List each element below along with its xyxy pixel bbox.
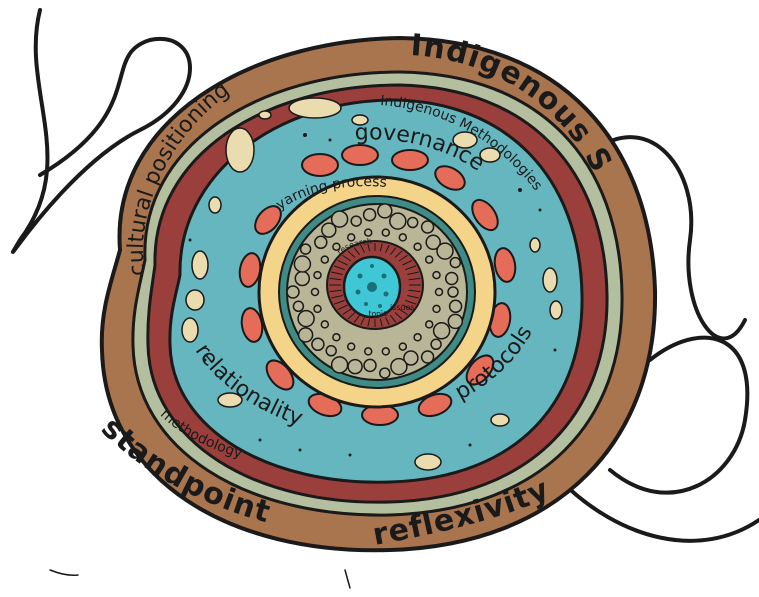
bubble	[326, 346, 336, 356]
bubble	[299, 328, 313, 342]
bubble	[351, 216, 361, 226]
bubble	[433, 305, 440, 312]
bubble	[437, 243, 453, 259]
bubble	[312, 289, 319, 296]
bubble	[382, 229, 389, 236]
bubble	[378, 204, 392, 218]
bubble	[380, 368, 390, 378]
bubble	[364, 209, 376, 221]
bubble	[448, 314, 462, 328]
bubble	[301, 244, 311, 254]
bubble	[433, 272, 440, 279]
bubble	[348, 343, 355, 350]
bubble	[422, 351, 434, 363]
bubble	[382, 348, 389, 355]
bubble	[391, 359, 407, 375]
bubble	[293, 301, 303, 311]
bubble	[450, 300, 462, 312]
bubble	[399, 343, 406, 350]
bubble	[364, 359, 376, 371]
bubble	[448, 287, 458, 297]
bubble	[426, 256, 433, 263]
bubble	[287, 286, 299, 298]
bubble	[321, 256, 328, 263]
bubble	[436, 289, 443, 296]
bubble	[414, 243, 421, 250]
bubble	[450, 258, 460, 268]
bubble	[434, 323, 450, 339]
bubble	[431, 339, 441, 349]
bubble	[365, 348, 372, 355]
bubble	[408, 218, 418, 228]
bubble	[333, 334, 340, 341]
bubble	[399, 234, 406, 241]
bubble	[295, 272, 309, 286]
bubble	[390, 213, 406, 229]
bubble	[321, 321, 328, 328]
label-topic: topic	[368, 308, 388, 318]
bubble	[446, 273, 458, 285]
bubble	[314, 305, 321, 312]
bubble	[315, 236, 327, 248]
bubble	[332, 211, 348, 227]
bubble	[422, 221, 434, 233]
bubble	[426, 321, 433, 328]
bubble	[312, 338, 324, 350]
bubble	[365, 229, 372, 236]
bubble	[348, 360, 362, 374]
bubble	[314, 272, 321, 279]
bubble	[294, 256, 310, 272]
bubble	[414, 334, 421, 341]
bubble	[332, 357, 348, 373]
label-issues: issues	[390, 303, 415, 312]
bubble	[298, 311, 314, 327]
